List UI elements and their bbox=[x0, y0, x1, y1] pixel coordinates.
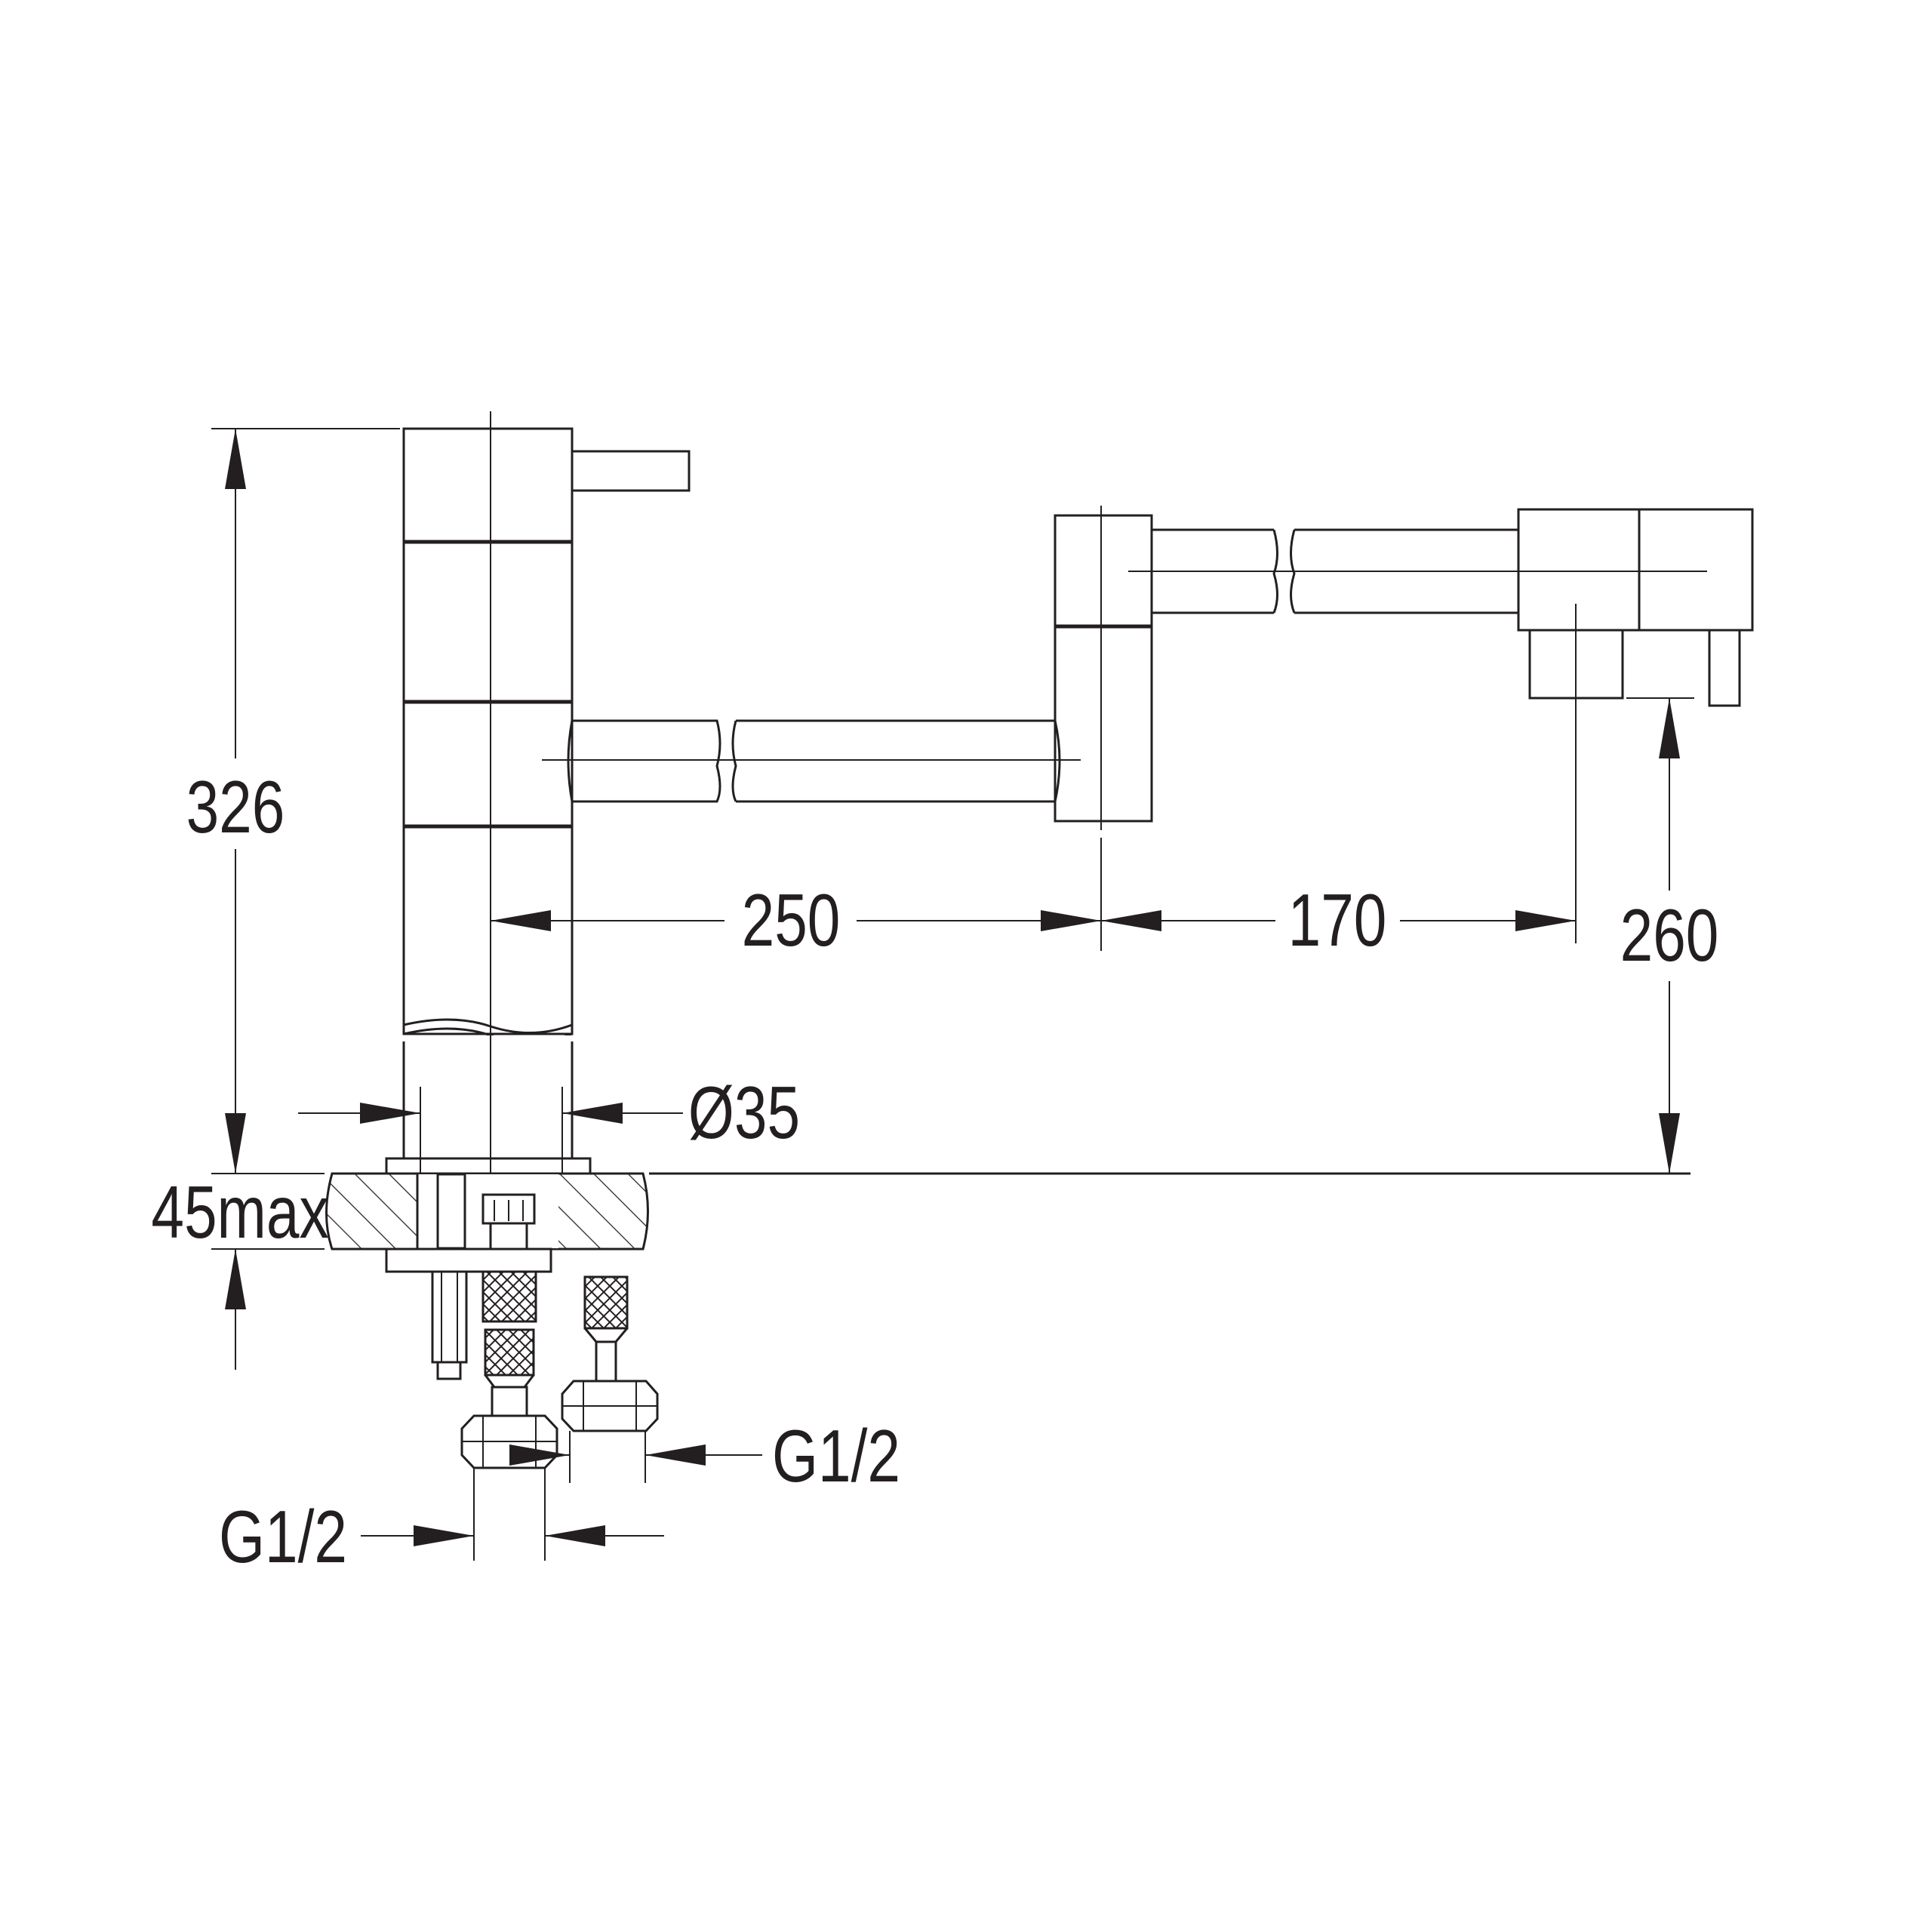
lever-handle bbox=[571, 429, 691, 492]
dimension-250 bbox=[491, 838, 1102, 951]
counter-section bbox=[325, 1172, 1690, 1251]
dimension-326 bbox=[174, 428, 400, 1174]
dimension-260-label: 260 bbox=[1620, 894, 1719, 977]
faucet-body bbox=[385, 411, 592, 1200]
elbow-joint bbox=[1054, 506, 1153, 830]
hose-right bbox=[561, 1275, 659, 1432]
dimension-250-label: 250 bbox=[742, 879, 841, 961]
threaded-rod bbox=[431, 1270, 468, 1380]
dimension-g12-left bbox=[361, 1468, 664, 1561]
dimension-260 bbox=[1626, 697, 1694, 1174]
dimension-diameter-label: Ø35 bbox=[688, 1072, 800, 1154]
dimension-g12-left-label: G1/2 bbox=[219, 1496, 347, 1578]
dimension-g12-right bbox=[509, 1431, 762, 1483]
dimension-170-label: 170 bbox=[1288, 879, 1387, 961]
spray-head bbox=[1517, 508, 1754, 943]
hose-left bbox=[460, 1270, 558, 1469]
dimension-170 bbox=[1101, 910, 1576, 931]
dimension-326-label: 326 bbox=[186, 766, 285, 848]
dimension-diameter bbox=[298, 1087, 683, 1174]
dimension-45max-label: 45max bbox=[151, 1171, 328, 1254]
mounting-plate bbox=[385, 1247, 552, 1273]
dimension-g12-right-label: G1/2 bbox=[772, 1415, 900, 1497]
upper-spout-arm bbox=[1128, 528, 1707, 614]
dimension-45max bbox=[211, 1248, 325, 1370]
lower-spout-arm bbox=[542, 719, 1081, 803]
